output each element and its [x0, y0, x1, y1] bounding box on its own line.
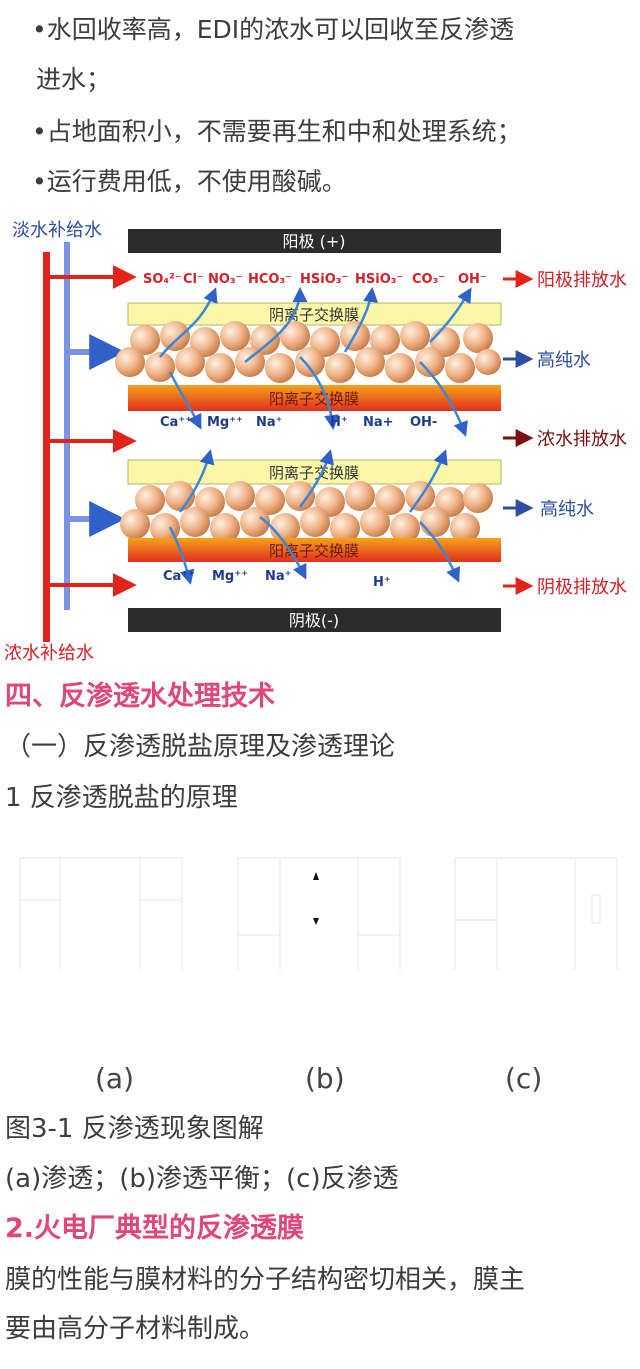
- ion-so4: SO₄²⁻: [143, 272, 182, 287]
- figure-c-reverse-osmosis: [454, 857, 618, 970]
- ion-na-plus-mid: Na+: [363, 415, 394, 430]
- bullet-recovery-rate: •水回收率高，EDI的浓水可以回收至反渗透: [32, 15, 515, 44]
- anode-ion-row: SO₄²⁻ Cl⁻ NO₃⁻ HCO₃⁻ HSiO₃⁻ HSiO₃⁻ CO₃⁻ …: [143, 272, 487, 287]
- figure-caption: 图3-1 反渗透现象图解: [5, 1114, 264, 1144]
- bullet-recovery-rate-cont: 进水；: [36, 65, 112, 94]
- section-heading: 四、反渗透水处理技术: [5, 681, 275, 712]
- anion-membrane-1: [127, 302, 502, 326]
- cathode-bar: [128, 608, 501, 632]
- pure-water-label-1: 高纯水: [537, 350, 591, 371]
- anion-membrane-label-1: 阴离子交换膜: [269, 306, 359, 324]
- mid-ion-row: Ca⁺⁺ Mg⁺⁺ Na⁺ H⁺ Na+ OH-: [160, 415, 437, 430]
- figure-label-b: (b): [305, 1062, 345, 1095]
- figure-b-equilibrium: [237, 857, 401, 970]
- ion-co3: CO₃⁻: [412, 272, 445, 287]
- cathode-label: 阴极(-): [289, 611, 339, 630]
- edi-diagram: 淡水补给水 浓水补给水 阳极 (+) SO₄²⁻ Cl⁻ NO₃⁻ HCO₃⁻ …: [4, 220, 627, 664]
- fresh-water-feed-label: 淡水补给水: [12, 220, 102, 241]
- bullet-operating-cost: •运行费用低，不使用酸碱。: [32, 167, 347, 196]
- figure-a-osmosis: [19, 857, 183, 970]
- bullet-footprint: •占地面积小，不需要再生和中和处理系统；: [32, 117, 522, 146]
- concentrate-drain-label: 浓水排放水: [537, 429, 627, 450]
- blue-feed-pipe: [64, 242, 70, 610]
- arrow-down-b: [313, 918, 319, 925]
- para-line-2: 要由高分子材料制成。: [5, 1314, 266, 1344]
- figure-label-c: (c): [505, 1062, 543, 1095]
- ion-migration-arrows-1: [159, 287, 472, 437]
- ion-ca-mid: Ca⁺⁺: [160, 415, 192, 430]
- ion-na-mid: Na⁺: [256, 415, 283, 430]
- ion-hsio3-b: HSiO₃⁻: [355, 272, 403, 287]
- arrow-up-b: [313, 872, 319, 880]
- cation-membrane-2: [128, 538, 501, 562]
- resin-beads-2: [120, 481, 493, 543]
- ion-mg-mid: Mg⁺⁺: [207, 415, 243, 430]
- resin-beads-1: [115, 321, 501, 383]
- ion-ca-bottom: Ca⁺⁺: [163, 569, 195, 584]
- anion-membrane-label-2: 阴离子交换膜: [269, 464, 359, 482]
- ion-oh-minus-mid: OH-: [410, 415, 437, 430]
- cathode-ion-row: Ca⁺⁺ Mg⁺⁺ Na⁺ H⁺: [163, 569, 391, 590]
- pure-water-label-2: 高纯水: [540, 499, 594, 520]
- cathode-drain-label: 阴极排放水: [537, 577, 627, 598]
- ion-na-bottom: Na⁺: [265, 569, 292, 584]
- ion-oh: OH⁻: [458, 272, 487, 287]
- anode-bar: [128, 229, 501, 253]
- ion-h-mid: H⁺: [330, 415, 348, 430]
- ion-hco3: HCO₃⁻: [248, 272, 292, 287]
- subsubsection-heading: 1 反渗透脱盐的原理: [5, 783, 238, 813]
- ion-no3: NO₃⁻: [208, 272, 243, 287]
- concentrate-feed-label: 浓水补给水: [4, 643, 94, 664]
- heading-typical-ro-membrane: 2.火电厂典型的反渗透膜: [5, 1213, 305, 1244]
- anode-label: 阳极 (+): [283, 232, 346, 251]
- figure-label-a: (a): [95, 1062, 135, 1095]
- anode-drain-label: 阳极排放水: [537, 270, 627, 291]
- ion-mg-bottom: Mg⁺⁺: [212, 569, 248, 584]
- cation-membrane-label-2: 阳离子交换膜: [269, 542, 359, 560]
- ion-h-bottom: H⁺: [373, 575, 391, 590]
- cation-membrane-label-1: 阳离子交换膜: [269, 390, 359, 408]
- figure-subcaption: (a)渗透；(b)渗透平衡；(c)反渗透: [5, 1164, 399, 1194]
- subsection-heading: （一）反渗透脱盐原理及渗透理论: [5, 732, 396, 762]
- red-feed-pipe: [43, 252, 50, 642]
- ion-cl: Cl⁻: [183, 272, 204, 287]
- ion-migration-arrows-2: [168, 449, 460, 585]
- para-line-1: 膜的性能与膜材料的分子结构密切相关，膜主: [5, 1265, 526, 1295]
- ion-hsio3-a: HSiO₃⁻: [300, 272, 348, 287]
- osmosis-figures: [19, 857, 618, 970]
